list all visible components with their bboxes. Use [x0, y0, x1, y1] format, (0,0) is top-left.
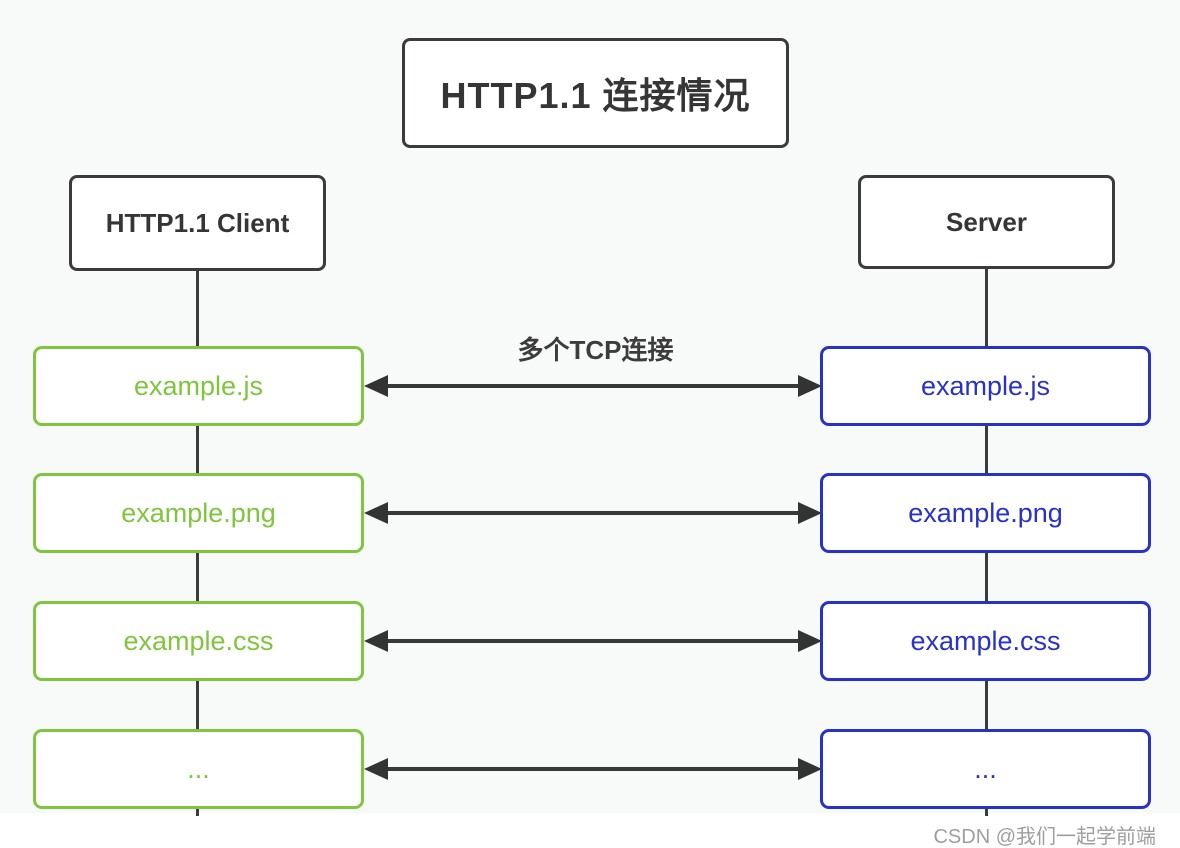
- tcp-connection-arrow-js: [364, 374, 822, 398]
- client-node-label: HTTP1.1 Client: [105, 207, 290, 238]
- arrow-shaft: [388, 384, 798, 388]
- client-resource-box-css: example.css: [33, 601, 364, 681]
- client-resource-box-js: example.js: [33, 346, 364, 426]
- arrowhead-right-icon: [798, 758, 822, 780]
- server-resource-box-more: ...: [820, 729, 1151, 809]
- arrow-shaft: [388, 767, 798, 771]
- arrowhead-left-icon: [364, 502, 388, 524]
- arrowhead-left-icon: [364, 375, 388, 397]
- server-resource-label-png: example.png: [908, 497, 1063, 528]
- arrowhead-right-icon: [798, 502, 822, 524]
- server-resource-label-js: example.js: [920, 370, 1051, 401]
- tcp-connections-label: 多个TCP连接: [517, 335, 674, 365]
- diagram-title: HTTP1.1 连接情况: [440, 75, 751, 116]
- csdn-watermark: CSDN @我们一起学前端: [933, 826, 1156, 848]
- client-resource-label-png: example.png: [121, 497, 276, 528]
- server-resource-label-more: ...: [974, 753, 997, 784]
- client-node-box: HTTP1.1 Client: [69, 175, 326, 271]
- arrowhead-right-icon: [798, 375, 822, 397]
- server-resource-box-css: example.css: [820, 601, 1151, 681]
- arrowhead-right-icon: [798, 630, 822, 652]
- server-node-label: Server: [946, 206, 1027, 237]
- diagram-title-box: HTTP1.1 连接情况: [402, 38, 789, 148]
- server-resource-label-css: example.css: [910, 625, 1061, 656]
- client-resource-label-css: example.css: [123, 625, 274, 656]
- tcp-connection-arrow-png: [364, 501, 822, 525]
- arrowhead-left-icon: [364, 758, 388, 780]
- client-resource-box-png: example.png: [33, 473, 364, 553]
- server-node-box: Server: [858, 175, 1115, 269]
- tcp-connection-arrow-css: [364, 629, 822, 653]
- arrow-shaft: [388, 511, 798, 515]
- server-resource-box-js: example.js: [820, 346, 1151, 426]
- client-resource-label-js: example.js: [133, 370, 264, 401]
- client-resource-box-more: ...: [33, 729, 364, 809]
- arrowhead-left-icon: [364, 630, 388, 652]
- tcp-connection-arrow-more: [364, 757, 822, 781]
- arrow-shaft: [388, 639, 798, 643]
- server-resource-box-png: example.png: [820, 473, 1151, 553]
- client-resource-label-more: ...: [187, 753, 210, 784]
